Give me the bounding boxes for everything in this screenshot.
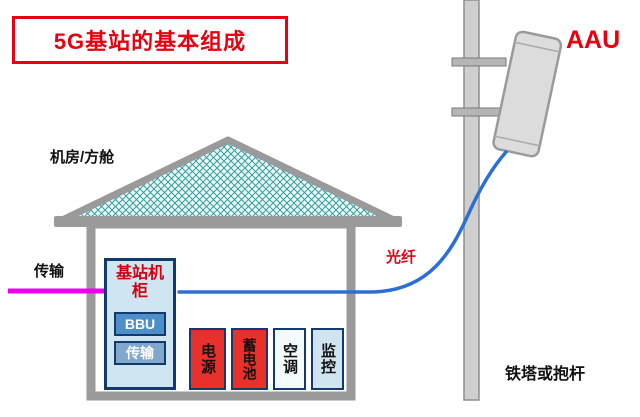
monitoring-unit-label: 监控 — [319, 343, 336, 375]
air-conditioner-unit: 空调 — [273, 328, 306, 390]
fiber-line — [177, 150, 508, 294]
transport-module: 传输 — [114, 340, 166, 365]
aau-unit — [492, 30, 563, 158]
tower-label: 铁塔或抱杆 — [505, 366, 586, 383]
monitoring-unit: 监控 — [311, 328, 344, 390]
room-label: 机房/方舱 — [50, 149, 115, 166]
air-conditioner-label: 空调 — [281, 343, 298, 375]
fiber-label: 光纤 — [386, 249, 417, 266]
aau-bracket-bottom — [451, 107, 507, 117]
battery-unit-label: 蓄电池 — [241, 338, 258, 380]
diagram-title: 5G基站的基本组成 — [53, 29, 247, 54]
power-unit: 电源 — [189, 328, 226, 390]
aau-label: AAU — [566, 26, 621, 54]
bbu-module-label: BBU — [124, 315, 156, 332]
transport-module-label: 传输 — [126, 344, 154, 361]
cabinet-title: 基站机柜 — [115, 265, 164, 301]
transmission-label: 传输 — [34, 263, 65, 280]
power-unit-label: 电源 — [199, 343, 216, 375]
base-station-cabinet: 基站机柜 BBU 传输 — [104, 258, 176, 390]
bbu-module: BBU — [114, 311, 166, 336]
diagram-title-box: 5G基站的基本组成 — [12, 16, 288, 64]
tower-pole — [463, 0, 480, 401]
roof-eaves — [54, 216, 402, 227]
battery-unit: 蓄电池 — [231, 328, 268, 390]
aau-bracket-top — [451, 57, 507, 67]
